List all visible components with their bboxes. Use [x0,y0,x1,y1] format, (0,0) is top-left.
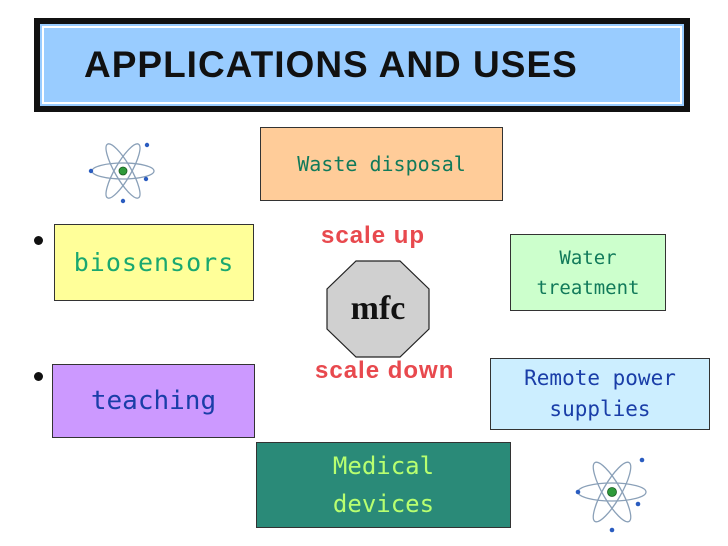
page-title: APPLICATIONS AND USES [84,44,578,85]
scale-down-label: scale down [315,357,455,384]
teaching-box: teaching [52,364,255,438]
title-inner-frame: APPLICATIONS AND USES [42,26,682,104]
water-treatment-label-line1: Water [559,246,617,269]
medical-devices-label-line2: devices [332,490,435,518]
remote-power-label-line1: Remote power [524,366,676,390]
atom-icon [88,142,155,204]
remote-power-label-line2: supplies [549,397,651,421]
mfc-label: mfc [350,290,406,327]
bullet-dot [34,236,43,245]
waste-disposal-label: Waste disposal [297,152,466,176]
mfc-center-node: mfc [326,260,430,358]
octagon-shape [326,260,430,358]
remote-power-box: Remote power supplies [490,358,710,430]
scale-up-label: scale up [321,222,426,249]
medical-devices-label-line1: Medical [332,452,435,480]
atom-icon [575,457,647,533]
biosensors-box: biosensors [54,224,254,301]
water-treatment-label-line2: treatment [536,276,640,299]
biosensors-label: biosensors [73,248,235,277]
medical-devices-box: Medical devices [256,442,511,528]
teaching-label: teaching [90,386,217,416]
title-banner: APPLICATIONS AND USES [34,18,690,112]
water-treatment-box: Water treatment [510,234,666,311]
waste-disposal-box: Waste disposal [260,127,503,201]
bullet-dot [34,372,43,381]
